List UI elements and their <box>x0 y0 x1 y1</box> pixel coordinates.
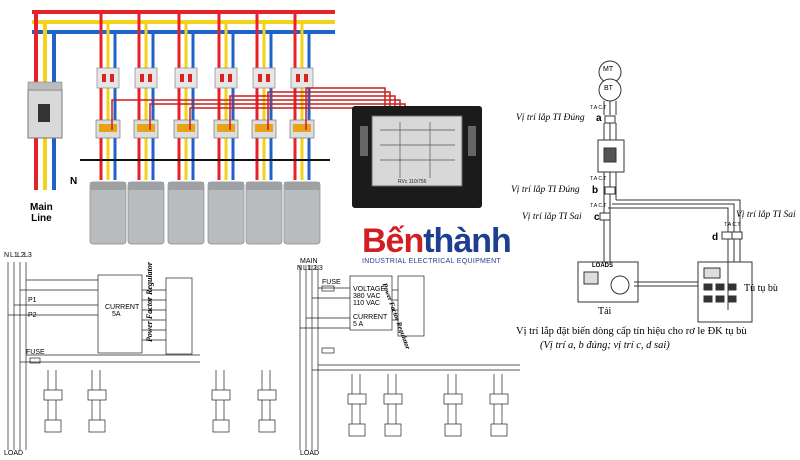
capacitor-column <box>283 12 321 245</box>
capacitor-branch <box>383 374 403 437</box>
main-line-label: Main Line <box>30 202 53 224</box>
right-current-label: CURRENT <box>353 314 388 321</box>
left-load-label: LOAD <box>4 450 24 457</box>
left-p2-label: P2 <box>28 312 37 319</box>
capacitor-column <box>167 12 205 245</box>
ct-tubu-label: Tủ tụ bù <box>744 283 778 294</box>
ct-loads-label: LOADS <box>592 263 613 269</box>
photo-wiring <box>32 10 335 190</box>
capacitor-columns <box>89 12 321 245</box>
capacitor-column <box>245 12 283 245</box>
ct-letter-a: a <box>596 113 602 124</box>
right-phase-l3: L3 <box>315 265 323 272</box>
ct-ta-d: T.A C.T <box>724 222 741 228</box>
left-phase-l1: L1 <box>10 252 18 259</box>
schematic-right <box>299 265 520 450</box>
capacitor-branch <box>257 370 277 433</box>
brand-name-prefix: Bến <box>362 222 424 260</box>
left-current-rating: 5A <box>112 311 121 318</box>
left-phase-l3: L3 <box>24 252 32 259</box>
ct-pos-c: Vị trí lắp TI Sai <box>522 212 582 222</box>
capacitor-column <box>127 12 165 245</box>
ct-letter-b: b <box>592 185 599 196</box>
capacitor-branch <box>87 370 107 433</box>
left-regulator-name: Power Factor Regulator <box>145 261 154 342</box>
capacitor-column <box>207 12 245 245</box>
right-voltage-value-2: 110 VAC <box>353 300 380 307</box>
right-voltage-label: VOLTAGE <box>353 286 386 293</box>
right-current-value: 5 A <box>353 321 364 328</box>
ct-caption: Vị trí lắp đặt biến dòng cấp tín hiệu ch… <box>516 326 747 337</box>
ct-mt-label: MT <box>603 66 614 73</box>
ct-ta-b: T.A C.T <box>590 176 607 182</box>
left-phase-n: N <box>4 252 10 259</box>
main-breaker <box>27 89 63 139</box>
brand-tagline: INDUSTRIAL ELECTRICAL EQUIPMENT <box>362 258 502 265</box>
capacitor-branch <box>43 370 63 433</box>
ct-pos-b: Vị trí lắp TI Đúng <box>511 185 580 195</box>
main-line-label-2: Line <box>31 213 52 224</box>
ct-caption-note: (Vị trí a, b đúng; vị trí c, d sai) <box>540 340 670 351</box>
capacitor-branch <box>347 374 367 437</box>
capacitor-branch <box>489 374 509 437</box>
right-phase-l1: L1 <box>303 265 311 272</box>
brand-name: Bếnthành <box>362 222 512 260</box>
brand-logo: Bếnthành INDUSTRIAL ELECTRICAL EQUIPMENT <box>362 222 512 265</box>
regulator-device: RVc 110/756 <box>352 106 482 208</box>
ct-pos-a: Vị trí lắp TI Đúng <box>516 113 585 123</box>
right-main-label: MAIN <box>300 258 318 265</box>
left-fuse-label: FUSE <box>26 349 45 356</box>
capacitor-branch <box>211 370 231 433</box>
ct-letter-c: c <box>594 212 600 223</box>
ct-bt-label: BT <box>604 85 613 92</box>
right-fuse-label: FUSE <box>322 279 341 286</box>
capacitor-column <box>89 12 127 245</box>
right-phase-n: N <box>297 265 303 272</box>
ct-letter-d: d <box>712 232 719 243</box>
ct-diagram <box>577 60 753 323</box>
left-p1-label: P1 <box>28 297 37 304</box>
brand-name-suffix: thành <box>423 222 512 260</box>
capacitor-branch <box>443 374 463 437</box>
regulator-model: RVc 110/756 <box>398 179 427 185</box>
left-current-label: CURRENT <box>105 304 140 311</box>
ct-ta-c: T.A C.T <box>590 203 607 209</box>
neutral-label: N <box>70 176 78 187</box>
right-phase-l2: L2 <box>309 265 317 272</box>
ct-pos-d: Vị trí lắp TI Sai <box>736 210 796 220</box>
ct-ta-a: T.A C.T <box>590 105 607 111</box>
ct-tai-label: Tải <box>598 306 612 317</box>
main-line-label-1: Main <box>30 202 53 213</box>
left-phase-l2: L2 <box>17 252 25 259</box>
schematic-left <box>7 262 277 450</box>
right-voltage-value: 380 VAC <box>353 293 381 300</box>
right-load-label: LOAD <box>300 450 320 457</box>
